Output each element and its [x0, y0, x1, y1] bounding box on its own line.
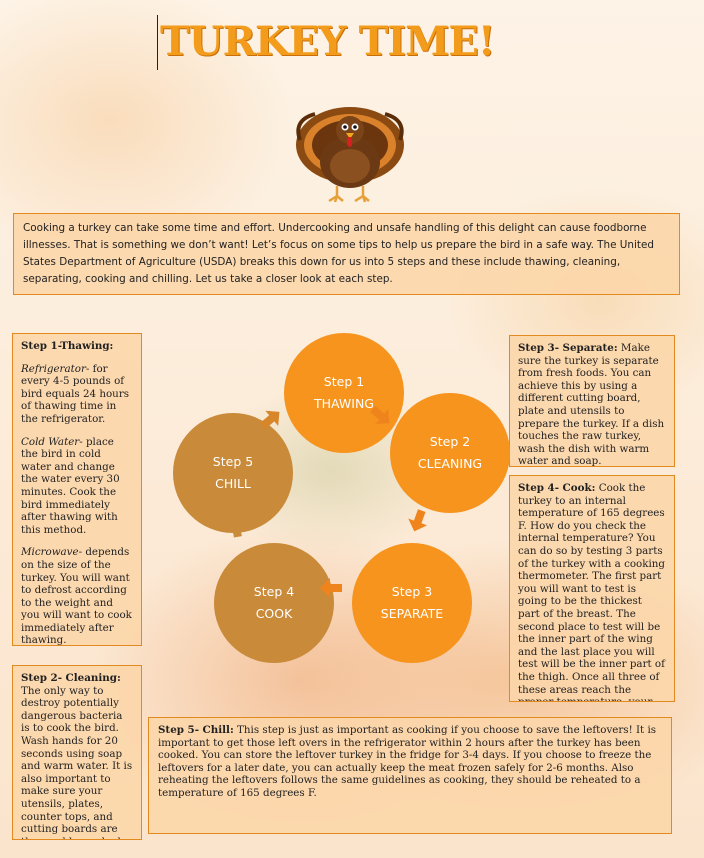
page-title: TURKEY TIME!	[160, 18, 495, 65]
cycle-arrow-2-3-icon	[408, 509, 428, 532]
step1-heading: Step 1-Thawing:	[21, 340, 114, 352]
cycle-step5-number: Step 5	[212, 454, 254, 469]
cycle-step4: Step 4 COOK	[214, 543, 334, 663]
cycle-step4-number: Step 4	[253, 584, 295, 599]
step2-text: The only way to destroy potentially dang…	[21, 684, 133, 839]
cycle-arrow-4-5-icon	[225, 515, 246, 538]
step1-micro-label: Microwave	[21, 546, 79, 559]
cycle-step4-label: COOK	[255, 606, 293, 621]
cycle-step1-label: THAWING	[314, 396, 374, 411]
step3-text: Make sure the turkey is separate from fr…	[518, 342, 665, 467]
turkey-icon	[296, 107, 404, 203]
step1-fridge-label: Refrigerator	[21, 362, 86, 375]
cycle-step1-number: Step 1	[323, 374, 365, 389]
cycle-step5-label: CHILL	[215, 476, 251, 491]
step2-heading: Step 2- Cleaning:	[21, 672, 121, 684]
step1-cold-text: - place the bird in cold water and chang…	[21, 435, 120, 536]
cycle-arrow-5-1-icon	[260, 410, 280, 430]
step1-box: Step 1-Thawing: Refrigerator- for every …	[12, 333, 142, 646]
step3-heading: Step 3- Separate:	[518, 342, 618, 354]
text-cursor	[157, 15, 158, 70]
cycle-step1: Step 1 THAWING	[284, 333, 404, 453]
step1-fridge-text: - for every 4-5 pounds of bird equals 24…	[21, 362, 130, 425]
step4-box: Step 4- Cook: Cook the turkey to an inte…	[509, 475, 675, 702]
step4-text: Cook the turkey to an internal temperatu…	[518, 482, 666, 701]
cycle-step3-label: SEPARATE	[380, 606, 444, 621]
step5-heading: Step 5- Chill:	[158, 724, 234, 736]
cycle-arrow-3-4-icon	[320, 578, 342, 598]
step5-text: This step is just as important as cookin…	[158, 724, 657, 799]
cycle-step2-label: CLEANING	[417, 456, 483, 471]
cycle-step3: Step 3 SEPARATE	[352, 543, 472, 663]
step2-box: Step 2- Cleaning: The only way to destro…	[12, 665, 142, 840]
cycle-step2-number: Step 2	[429, 434, 471, 449]
step3-box: Step 3- Separate: Make sure the turkey i…	[509, 335, 675, 467]
cycle-step3-number: Step 3	[391, 584, 433, 599]
cycle-arrow-1-2-icon	[370, 405, 390, 425]
step5-box: Step 5- Chill: This step is just as impo…	[148, 717, 672, 834]
step1-micro-text: - depends on the size of the turkey. You…	[21, 546, 132, 646]
step1-cold-label: Cold Water	[21, 435, 80, 448]
cycle-step2: Step 2 CLEANING	[390, 393, 510, 513]
intro-paragraph: Cooking a turkey can take some time and …	[13, 213, 680, 295]
step4-heading: Step 4- Cook:	[518, 482, 596, 494]
cycle-step5: Step 5 CHILL	[173, 413, 293, 533]
